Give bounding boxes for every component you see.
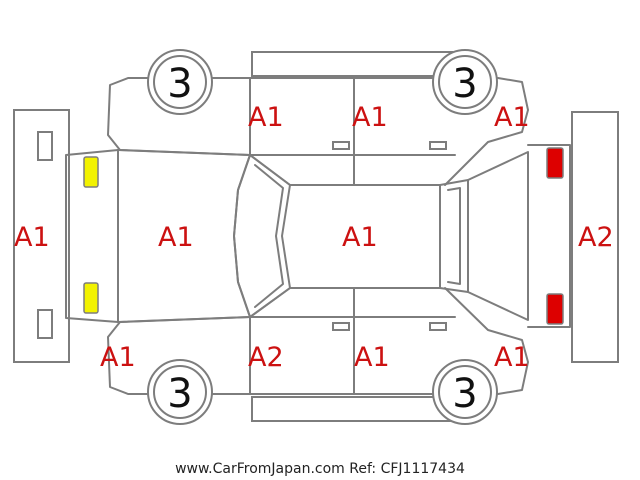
trunk: [467, 151, 529, 321]
rear-window: [439, 179, 469, 293]
top-side-body: [107, 77, 529, 186]
wheel-bottom-rear: 3: [432, 359, 498, 425]
rear-light-bottom: [546, 293, 564, 325]
front-light-bottom: [83, 282, 99, 314]
front-light-top: [83, 156, 99, 188]
damage-bottom-front-door: A2: [248, 342, 284, 373]
footer-reference: www.CarFromJapan.com Ref: CFJ1117434: [175, 461, 465, 477]
damage-roof: A1: [342, 222, 378, 253]
windshield: [233, 154, 291, 318]
damage-top-front-door: A1: [248, 102, 284, 133]
damage-rear-bumper: A2: [578, 222, 614, 253]
roof: [289, 184, 441, 289]
damage-hood: A1: [158, 222, 194, 253]
rear-bumper: [571, 111, 619, 363]
damage-bottom-rear-door: A1: [354, 342, 390, 373]
wheel-count-bottom-rear: 3: [452, 371, 477, 417]
rear-light-top: [546, 147, 564, 179]
damage-bottom-rear-quarter: A1: [494, 342, 530, 373]
wheel-top-front: 3: [147, 49, 213, 115]
front-bumper-sensor-top: [37, 131, 53, 161]
damage-bottom-front-fender: A1: [100, 342, 136, 373]
top-side-skirt: [251, 51, 453, 77]
damage-top-rear-door: A1: [352, 102, 388, 133]
top-rear-door-handle: [429, 141, 447, 150]
wheel-count-top-front: 3: [167, 61, 192, 107]
bottom-side-body: [107, 287, 529, 395]
wheel-count-bottom-front: 3: [167, 371, 192, 417]
windshield-inner: [254, 164, 284, 308]
front-bumper-sensor-bottom: [37, 309, 53, 339]
top-front-door-handle: [332, 141, 350, 150]
bottom-rear-door-handle: [429, 322, 447, 331]
damage-top-rear-quarter: A1: [494, 102, 530, 133]
rear-window-inner: [447, 187, 461, 285]
damage-front-bumper: A1: [14, 222, 50, 253]
wheel-top-rear: 3: [432, 49, 498, 115]
wheel-count-top-rear: 3: [452, 61, 477, 107]
bottom-side-skirt: [251, 396, 453, 422]
rear-end: [527, 144, 571, 328]
wheel-bottom-front: 3: [147, 359, 213, 425]
bottom-front-door-handle: [332, 322, 350, 331]
